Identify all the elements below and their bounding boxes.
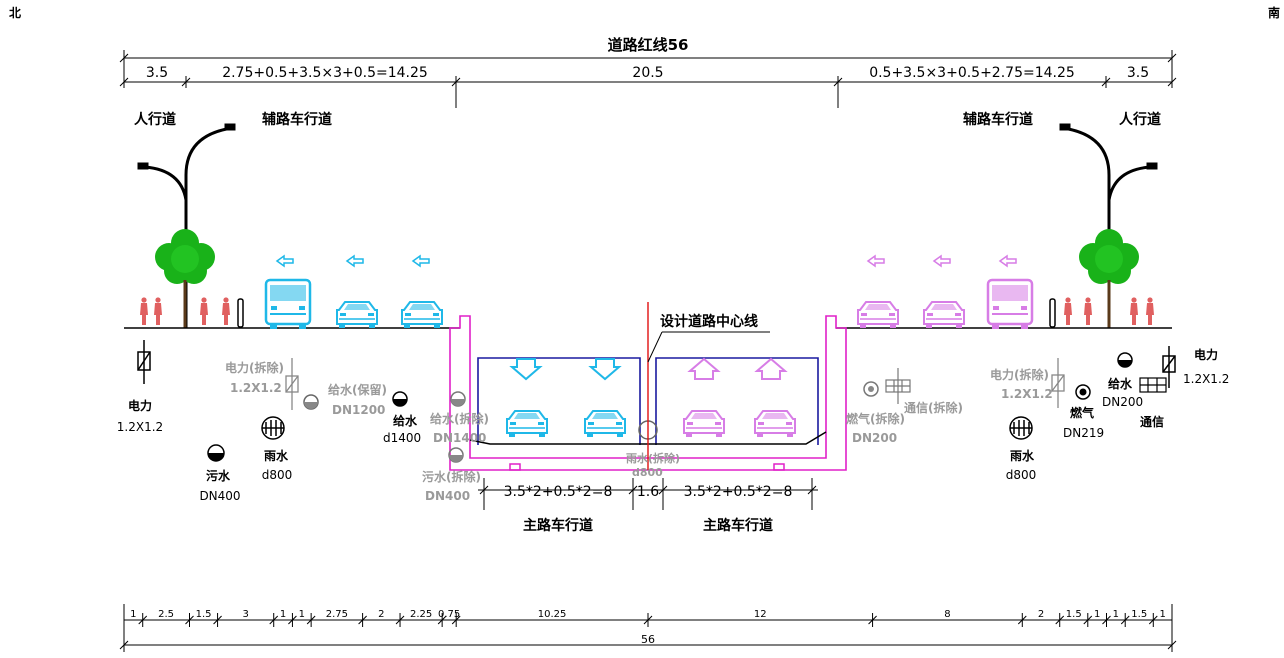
- sewage-label: 污水: [206, 468, 231, 483]
- power-left-size: 1.2X1.2: [117, 420, 163, 434]
- power-removed-left-size: 1.2X1.2: [230, 381, 282, 395]
- top-seg-3: 20.5: [632, 65, 663, 81]
- gas-label: 燃气: [1070, 405, 1094, 420]
- telecom-removed-label: 通信(拆除): [904, 400, 963, 415]
- north-label: 北: [9, 5, 21, 20]
- gas-pipe-icon: [1075, 384, 1091, 400]
- water-right-label: 给水: [1108, 376, 1133, 391]
- bottom-dimension-label: 3: [242, 609, 248, 620]
- bottom-dimension-label: 2.25: [410, 609, 432, 620]
- bottom-dimension-label: 1: [1113, 609, 1119, 620]
- main-right-label: 主路车行道: [703, 517, 773, 534]
- rain-removed-label: 雨水(拆除): [626, 451, 680, 465]
- power-removed-right-label: 电力(拆除): [990, 367, 1049, 382]
- rain-removed-size: d800: [632, 466, 663, 479]
- bottom-dimension-label: 1.5: [1131, 609, 1147, 620]
- bottom-dimension-label: 2.5: [158, 609, 174, 620]
- water-removed-label: 给水(拆除): [430, 411, 489, 426]
- sewage-removed-label: 污水(拆除): [422, 469, 481, 484]
- bottom-dimension-label: 2: [378, 609, 384, 620]
- water-kept-size: DN1200: [332, 403, 385, 417]
- main-left-label: 主路车行道: [523, 517, 593, 534]
- bottom-dimension-label: 1.5: [1066, 609, 1082, 620]
- power-right-icon: [1162, 346, 1176, 388]
- power-right-size: 1.2X1.2: [1183, 372, 1229, 386]
- power-removed-right-icon: [1051, 358, 1065, 408]
- rain-right-size: d800: [1006, 468, 1037, 482]
- bottom-dimension-label: 12: [754, 609, 767, 620]
- road-red-line-title: 道路红线56: [608, 36, 689, 54]
- street-light-right: [1059, 123, 1158, 328]
- bottom-dimension: [119, 604, 1177, 652]
- bottom-dimension-label: 1: [299, 609, 305, 620]
- main-right-traffic: [683, 358, 796, 438]
- sewage-size: DN400: [199, 489, 240, 503]
- aux-left-traffic: [264, 255, 443, 331]
- tree-icon: [155, 229, 215, 284]
- power-left-label: 电力: [128, 398, 152, 413]
- main-left-traffic: [506, 358, 626, 438]
- water-label: 给水: [393, 413, 418, 428]
- gas-removed-size: DN200: [852, 431, 897, 445]
- tunnel-structure: [449, 315, 847, 471]
- bottom-dimension-label: 1.5: [196, 609, 212, 620]
- bottom-dimension-label: 1: [280, 609, 286, 620]
- rain-left-size: d800: [262, 468, 293, 482]
- rain-pipe-left-icon: [261, 416, 285, 440]
- power-right-label: 电力: [1194, 347, 1218, 362]
- power-removed-left-icon: [285, 358, 299, 410]
- gas-removed-pipe-icon: [863, 381, 879, 397]
- sidewalk-right-label: 人行道: [1119, 111, 1161, 128]
- main-dim-right: 3.5*2+0.5*2=8: [684, 484, 793, 500]
- gas-size: DN219: [1063, 426, 1104, 440]
- main-dim-left: 3.5*2+0.5*2=8: [504, 484, 613, 500]
- sewage-removed-size: DN400: [425, 489, 470, 503]
- water-right-size: DN200: [1102, 395, 1143, 409]
- top-dimension: [119, 50, 1177, 108]
- top-seg-2: 2.75+0.5+3.5×3+0.5=14.25: [222, 65, 428, 81]
- bottom-dimension-label: 1: [1094, 609, 1100, 620]
- telecom-icon: [1139, 377, 1167, 393]
- power-removed-right-size: 1.2X1.2: [1001, 387, 1053, 401]
- aux-right-label: 辅路车行道: [963, 111, 1033, 128]
- bottom-dimension-label: 0.75: [438, 609, 460, 620]
- rain-pipe-right-icon: [1009, 416, 1033, 440]
- utility-power-left-icon: [137, 340, 151, 384]
- bottom-dimension-labels: 1 2.5 1.5 3 1 1 2.75 2 2.25 0.75 10.25 12 8 2 1.5 1 1 1.5…: [130, 609, 1166, 620]
- water-size: d1400: [383, 431, 421, 445]
- bottom-dimension-label: 1: [1159, 609, 1165, 620]
- bottom-dimension-label: 2: [1038, 609, 1044, 620]
- bottom-dimension-label: 2.75: [326, 609, 348, 620]
- power-removed-left-label: 电力(拆除): [225, 360, 284, 375]
- gas-removed-label: 燃气(拆除): [846, 411, 905, 426]
- aux-right-traffic: [857, 255, 1034, 331]
- top-seg-1: 3.5: [146, 65, 168, 81]
- bottom-dimension-label: 1: [130, 609, 136, 620]
- tree-icon: [1079, 229, 1139, 284]
- south-label: 南: [1268, 5, 1280, 20]
- water-kept-label: 给水(保留): [328, 382, 387, 397]
- telecom-label: 通信: [1140, 414, 1164, 429]
- street-light-left: [137, 123, 236, 328]
- sidewalk-left-label: 人行道: [134, 111, 176, 128]
- bottom-dimension-label: 10.25: [538, 609, 567, 620]
- aux-left-label: 辅路车行道: [262, 111, 332, 128]
- bottom-dimension-label: 8: [944, 609, 950, 620]
- rain-right-label: 雨水: [1010, 448, 1035, 463]
- main-dimension: [478, 478, 818, 510]
- centerline-label: 设计道路中心线: [660, 313, 758, 330]
- water-removed-size: DN1400: [433, 431, 486, 445]
- bottom-total: 56: [641, 633, 655, 646]
- telecom-removed-icon: [885, 368, 911, 404]
- main-dim-median: 1.6: [637, 484, 659, 500]
- rain-left-label: 雨水: [264, 448, 289, 463]
- top-seg-5: 3.5: [1127, 65, 1149, 81]
- top-seg-4: 0.5+3.5×3+0.5+2.75=14.25: [869, 65, 1075, 81]
